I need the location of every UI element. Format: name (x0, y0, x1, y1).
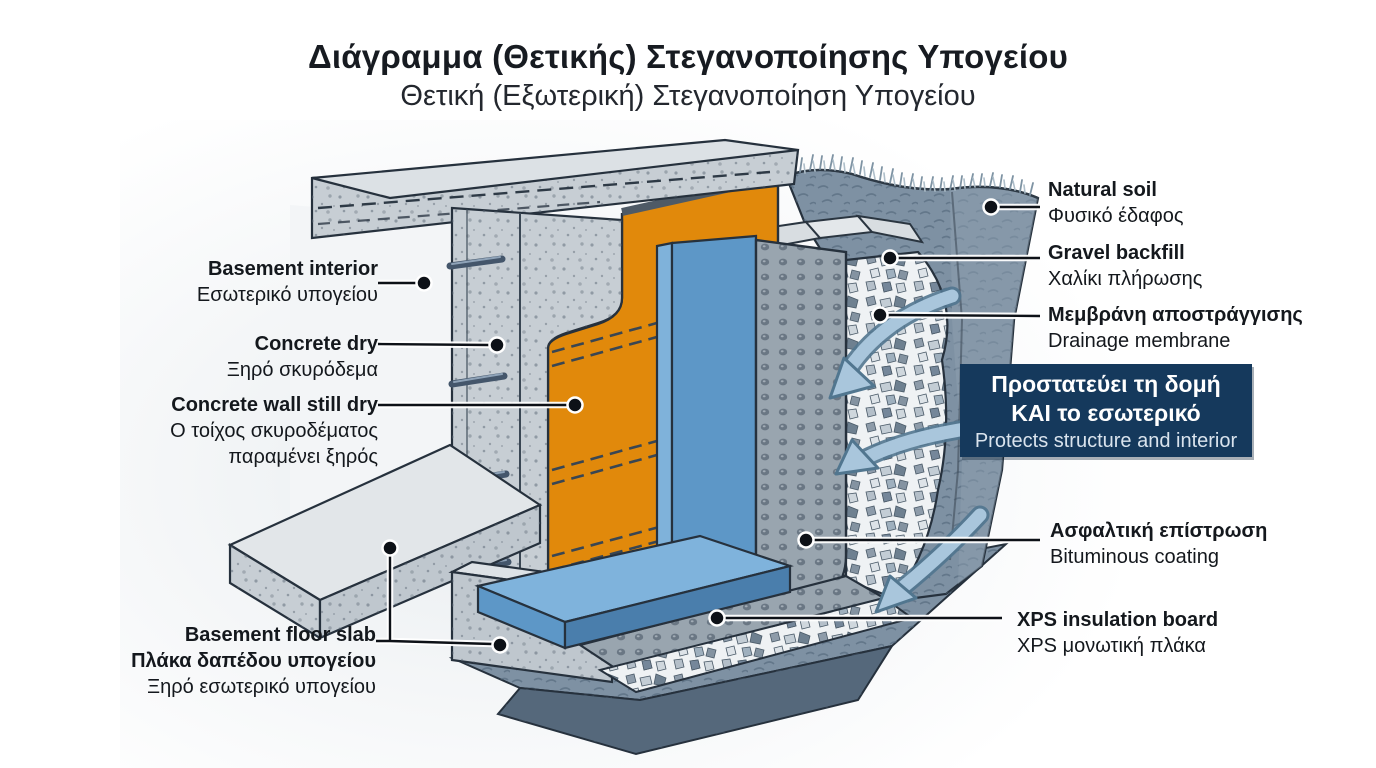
label-line: Φυσικό έδαφος (1048, 205, 1184, 227)
label-line: Μεμβράνη αποστράγγισης (1048, 304, 1303, 326)
label-line: Gravel backfill (1048, 242, 1185, 264)
xps-wall-panel (655, 234, 763, 592)
label-line: Ξηρό εσωτερικό υπογείου (147, 676, 376, 698)
label-line: Natural soil (1048, 179, 1157, 201)
label-basement-floor-slab: Basement floor slab Πλάκα δαπέδου υπογεί… (131, 622, 376, 700)
label-gravel-backfill: Gravel backfill Χαλίκι πλήρωσης (1048, 240, 1202, 292)
label-line: XPS μονωτική πλάκα (1017, 635, 1206, 657)
drainage-membrane-vertical (754, 238, 848, 614)
callout-line: Προστατεύει τη δομή (991, 371, 1221, 397)
label-line: XPS insulation board (1017, 609, 1219, 631)
page-title: Διάγραμμα (Θετικής) Στεγανοποίησης Υπογε… (308, 38, 1068, 75)
leader-dots (381, 198, 1000, 654)
floor-slab (227, 443, 543, 640)
protection-callout-box: Προστατεύει τη δομή ΚΑΙ το εσωτερικό Pro… (960, 364, 1252, 457)
label-natural-soil: Natural soil Φυσικό έδαφος (1048, 177, 1183, 229)
label-bituminous-coating: Ασφαλτική επίστρωση Bituminous coating (1050, 518, 1267, 570)
ceiling-slab (310, 138, 800, 240)
callout-line: Protects structure and interior (974, 430, 1238, 452)
label-drainage-membrane: Μεμβράνη αποστράγγισης Drainage membrane (1048, 302, 1303, 354)
label-basement-interior: Basement interior Εσωτερικό υπογείου (197, 256, 378, 308)
label-line: Concrete wall still dry (171, 394, 378, 416)
label-line: Ξηρό σκυρόδεμα (226, 359, 378, 381)
label-line: Ασφαλτική επίστρωση (1050, 520, 1268, 542)
label-line: Bituminous coating (1050, 546, 1219, 568)
label-concrete-wall-still-dry: Concrete wall still dry Ο τοίχος σκυροδέ… (170, 392, 378, 470)
water-flow-arrows (828, 286, 996, 614)
page-subtitle: Θετική (Εξωτερική) Στεγανοποίηση Υπογείο… (400, 80, 976, 112)
label-line: παραμένει ξηρός (228, 446, 378, 468)
leader-lines (376, 198, 1041, 654)
label-line: Concrete dry (254, 333, 378, 355)
label-concrete-dry: Concrete dry Ξηρό σκυρόδεμα (227, 331, 378, 383)
label-line: Πλάκα δαπέδου υπογείου (131, 650, 376, 672)
label-line: Basement interior (207, 258, 378, 280)
callout-line: ΚΑΙ το εσωτερικό (1011, 400, 1201, 426)
label-xps-insulation-board: XPS insulation board XPS μονωτική πλάκα (1017, 607, 1218, 659)
label-line: Ο τοίχος σκυροδέματος (170, 420, 378, 442)
xps-floor-board (474, 534, 794, 650)
label-line: Εσωτερικό υπογείου (196, 284, 378, 306)
label-line: Χαλίκι πλήρωσης (1048, 268, 1203, 290)
label-line: Basement floor slab (184, 624, 376, 646)
label-line: Drainage membrane (1048, 330, 1231, 352)
